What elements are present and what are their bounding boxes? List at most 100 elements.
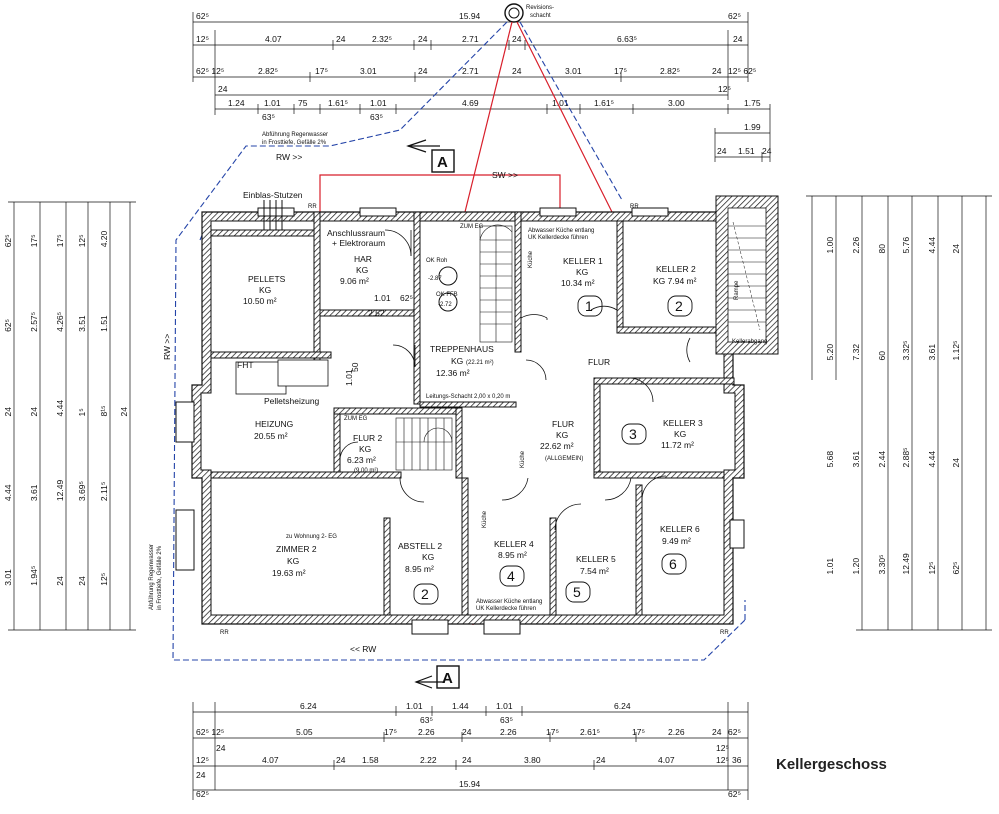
drainage-note: in Frosttiefe, Gefälle 2% xyxy=(262,140,327,146)
dim-top: 2.71 xyxy=(462,66,479,76)
room-name: FLUR xyxy=(552,419,574,429)
dim-right: 7.32 xyxy=(851,344,861,361)
dim-left: 1⁵ xyxy=(77,408,87,416)
dim-bottom: 1.58 xyxy=(362,755,379,765)
zum-eg-label: ZUM EG xyxy=(344,416,368,422)
dim-right: 12⁵ xyxy=(927,562,937,575)
room-area: 10.34 m² xyxy=(561,278,595,288)
room-area: 20.55 m² xyxy=(254,431,288,441)
dim-left: 17⁵ xyxy=(55,234,65,247)
dim-top: 24 xyxy=(218,84,228,94)
dim-left: 24 xyxy=(29,407,39,417)
dim-right: 3.61 xyxy=(927,344,937,361)
room-name: + Elektroraum xyxy=(332,238,385,248)
dim-top: 2.32⁵ xyxy=(372,34,392,44)
dim-right: 5.20 xyxy=(825,344,835,361)
dim-right: 24 xyxy=(951,458,961,468)
dim-top: 12⁵ xyxy=(196,34,209,44)
room-area-extra: (ALLGEMEIN) xyxy=(545,456,583,462)
drainage-note: Abführung Regenwasser xyxy=(149,544,155,610)
dim-right: 5.76 xyxy=(901,237,911,254)
dim-top: 24 xyxy=(712,66,722,76)
dim-right: 60 xyxy=(877,351,887,361)
abwasser-note: Abwasser Küche entlang xyxy=(528,228,594,234)
ok-roh-value: -2.87 xyxy=(428,276,442,282)
dim-top: 24 xyxy=(418,34,428,44)
leitung-note: Leitungs-Schacht 2,00 x 0,20 m xyxy=(426,394,510,400)
dim-bottom: 12⁵ xyxy=(196,755,209,765)
dim-bottom: 24 xyxy=(462,727,472,737)
dim-bottom: 24 xyxy=(336,755,346,765)
dim-bottom: 6.24 xyxy=(300,701,317,711)
annotations: Einblas-Stutzen Abführung Regenwasser in… xyxy=(149,132,729,689)
dim-bottom: 12⁵ xyxy=(716,743,729,753)
dim-bottom: 6.24 xyxy=(614,701,631,711)
ramp xyxy=(715,195,779,355)
dim-left: 1.51 xyxy=(99,315,109,332)
dim-top: 1.99 xyxy=(744,122,761,132)
room-area: 8.95 m² xyxy=(498,550,527,560)
abwasser-note: UK Kellerdecke führen xyxy=(528,235,588,241)
dim-bottom: 1.01 xyxy=(496,701,513,711)
dim-top: 1.01 xyxy=(370,98,387,108)
room-number: 4 xyxy=(507,568,515,584)
inner-dimensions: 1.01 62⁵ 2.52 50 1.01 xyxy=(344,293,413,386)
room-level: KG xyxy=(287,556,299,566)
dim-top: 15.94 xyxy=(459,11,481,21)
room-name: FLUR 2 xyxy=(353,433,383,443)
dim-bottom: 2.26 xyxy=(500,727,517,737)
room-number: 2 xyxy=(675,298,683,314)
dim-top: 2.82⁵ xyxy=(258,66,278,76)
dim-bottom: 62⁵ xyxy=(728,727,741,737)
dim-right: 3.32⁵ xyxy=(901,340,911,360)
dim-top: 63⁵ xyxy=(370,112,383,122)
top-dimensions: 62⁵ 15.94 62⁵ 12⁵ 4.07 24 2.32⁵ 24 2.71 … xyxy=(192,11,772,162)
section-letter: A xyxy=(437,154,448,171)
room-name: KELLER 6 xyxy=(660,524,700,534)
room-level: KG xyxy=(359,444,371,454)
dim-left: 62⁵ xyxy=(3,234,13,247)
room-area: 11.72 m² xyxy=(661,440,694,450)
dim-left: 2.57⁵ xyxy=(29,312,39,332)
dim-left: 3.61 xyxy=(29,484,39,501)
zum-eg-label: ZUM EG xyxy=(460,224,484,230)
dim-top: 24 xyxy=(336,34,346,44)
dim-top: 24 xyxy=(762,146,772,156)
room-area: 7.54 m² xyxy=(580,566,609,576)
dim-top: 17⁵ xyxy=(614,66,627,76)
ok-ffb-label: OK FFB xyxy=(436,292,458,298)
sw-label: SW >> xyxy=(492,170,518,180)
rr-label: RR xyxy=(308,204,317,210)
dim-top: 3.00 xyxy=(668,98,685,108)
dim-bottom: 4.07 xyxy=(658,755,675,765)
dim-top: 24 xyxy=(512,66,522,76)
room-area-extra: (22.21 m²) xyxy=(466,360,494,366)
dim-bottom: 17⁵ xyxy=(632,727,645,737)
rw-label: RW >> xyxy=(276,152,302,162)
dim-bottom: 36 xyxy=(732,755,742,765)
room-level: KG xyxy=(422,552,434,562)
room-level: KG xyxy=(451,356,463,366)
dim-top: 1.51 xyxy=(738,146,755,156)
staircase xyxy=(395,417,453,471)
dim-top: 6.63⁵ xyxy=(617,34,637,44)
dim-bottom: 5.05 xyxy=(296,727,313,737)
room-area: 9.06 m² xyxy=(340,276,369,286)
room-level: KG xyxy=(356,265,368,275)
dim-bottom: 63⁵ xyxy=(420,715,433,725)
dim-left: 24 xyxy=(55,576,65,586)
dim-top: 12⁵ xyxy=(718,84,731,94)
drainage-note: Abführung Regenwasser xyxy=(262,132,328,138)
rr-label: RR xyxy=(720,630,729,636)
dim-left: 3.01 xyxy=(3,569,13,586)
room-area: 6.23 m² xyxy=(347,455,376,465)
dim-bottom: 62⁵ xyxy=(196,789,209,799)
dim-right: 5.68 xyxy=(825,451,835,468)
room-area-extra: (9.00 m²) xyxy=(354,468,378,474)
dim-bottom: 24 xyxy=(712,727,722,737)
dim-right: 2.26 xyxy=(851,237,861,254)
dim-top: 24 xyxy=(733,34,743,44)
room-name: KELLER 1 xyxy=(563,256,603,266)
ok-ffb-value: -2.72 xyxy=(438,302,452,308)
